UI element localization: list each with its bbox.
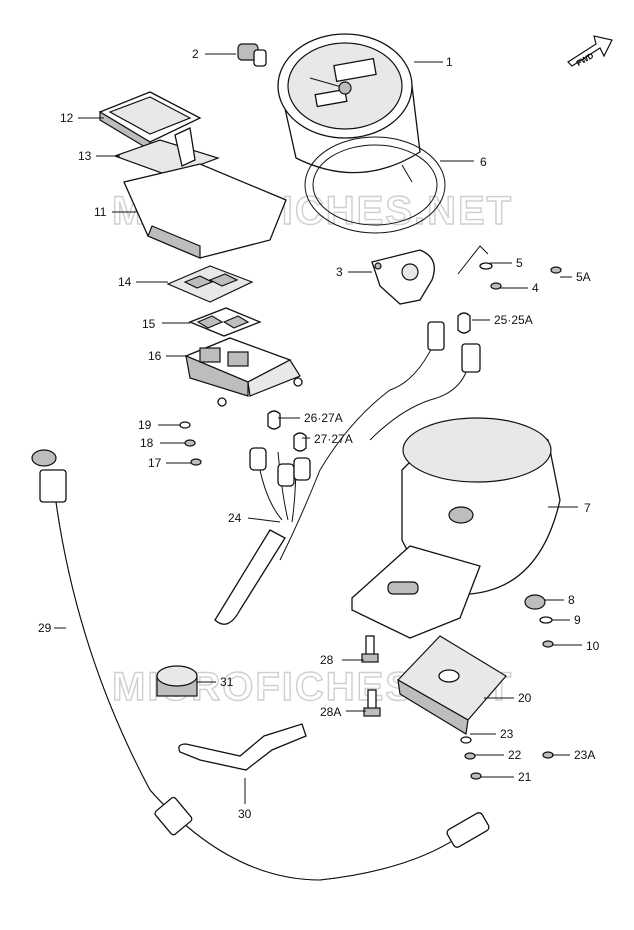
callout-19: 19: [138, 418, 152, 432]
callout-20: 20: [518, 691, 532, 705]
callout-10: 10: [586, 639, 600, 653]
callout-28: 28: [320, 653, 334, 667]
callout-16: 16: [148, 349, 162, 363]
mounting-bracket: [178, 723, 307, 771]
bulb-26: [267, 410, 281, 430]
callout-1: 1: [446, 55, 453, 69]
callout-3: 3: [336, 265, 343, 279]
callout-12: 12: [60, 111, 74, 125]
callout-9: 9: [574, 613, 581, 627]
callout-17: 17: [148, 456, 162, 470]
indicator-housing: [123, 127, 287, 259]
callout-7: 7: [584, 501, 591, 515]
callout-23: 23: [500, 727, 514, 741]
callout-5: 5: [516, 256, 523, 270]
meter-case: [351, 417, 561, 639]
callout-21: 21: [518, 770, 532, 784]
callout-23a: 23A: [574, 748, 595, 762]
callout-15: 15: [142, 317, 156, 331]
bulb-25: [457, 312, 471, 334]
indicator-case: [184, 337, 303, 407]
indicator-lens: [98, 91, 202, 152]
grommet: [156, 665, 198, 697]
callout-8: 8: [568, 593, 575, 607]
callout-26-27a: 26·27A: [304, 411, 343, 425]
fwd-arrow-icon: FWD: [567, 35, 613, 68]
callouts: 2 1 12 13 6 11 3 5 5A 4 14 25·25A 15 16 …: [38, 47, 600, 821]
meter-cushion: [397, 635, 507, 735]
callout-18: 18: [140, 436, 154, 450]
callout-31: 31: [220, 675, 234, 689]
callout-6: 6: [480, 155, 487, 169]
meter-drive-unit: [371, 249, 435, 305]
callout-24: 24: [228, 511, 242, 525]
leader-5-bracket: [457, 245, 489, 275]
leader-lines: [54, 53, 582, 804]
callout-4: 4: [532, 281, 539, 295]
screws-and-washers: [179, 262, 562, 780]
callout-22: 22: [508, 748, 522, 762]
callout-11: 11: [94, 205, 107, 219]
socket-plate: [166, 265, 254, 303]
callout-2: 2: [192, 47, 199, 61]
callout-13: 13: [78, 149, 92, 163]
callout-14: 14: [118, 275, 132, 289]
callout-29: 29: [38, 621, 52, 635]
speedometer-cable: [31, 449, 490, 881]
speedometer: [277, 33, 421, 174]
meter-rim: [304, 136, 446, 234]
bulb-27: [293, 432, 307, 452]
callout-27-27a: 27·27A: [314, 432, 353, 446]
callout-30: 30: [238, 807, 252, 821]
callout-5a: 5A: [576, 270, 591, 284]
callout-28a: 28A: [320, 705, 341, 719]
wiring-harness: [214, 321, 481, 625]
bulb-socket: [237, 43, 267, 67]
callout-25-25a: 25·25A: [494, 313, 533, 327]
indicator-panel: [188, 307, 262, 337]
